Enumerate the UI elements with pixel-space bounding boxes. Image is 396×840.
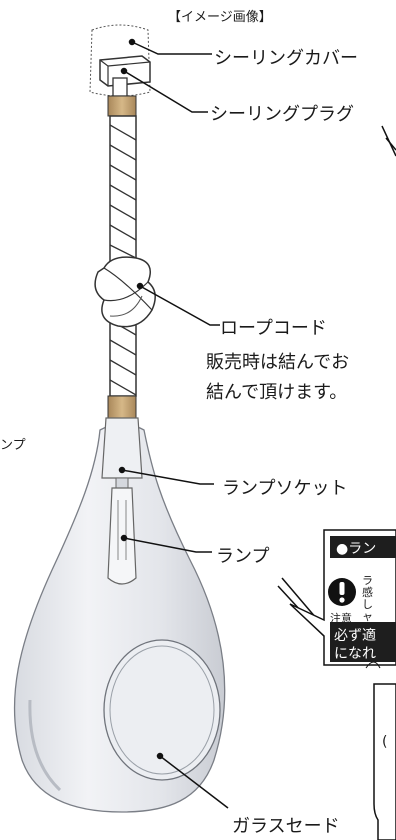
label-glass-shade: ガラスセード (232, 816, 340, 837)
caution-title: ●ラン (336, 541, 377, 557)
caution-exclamation-icon (328, 578, 356, 606)
caution-text-line-4: ャ (362, 610, 373, 623)
caution-title-bar: ●ラン (330, 536, 396, 558)
leader-lines (118, 38, 396, 809)
header-title: 【イメージ画像】 (168, 10, 272, 25)
caution-footer-bar: 必ず適 になれ (330, 622, 396, 662)
caution-icon-label: 注意 (330, 612, 352, 625)
label-rope-cord: ロープコード (220, 318, 327, 339)
rope-top-band (107, 95, 137, 117)
caution-text-line-2: 感 (362, 586, 373, 599)
caution-footer-line2: になれ (334, 646, 376, 662)
lamp-socket-shape (101, 417, 143, 479)
label-rope-note-line1: 販売時は結んでお (206, 352, 350, 373)
glass-lens-circle (103, 639, 221, 781)
label-left-edge-fragment: ンプ (0, 438, 26, 453)
ceiling-plug-shape (99, 55, 151, 97)
rope-bottom-band (107, 395, 137, 419)
rope-cord-shape (94, 115, 156, 397)
caution-text-line-3: し (362, 598, 373, 611)
info-box-frame (373, 683, 396, 840)
label-lamp-socket: ランプソケット (222, 478, 348, 499)
caution-text-line-1: ラ (362, 574, 373, 587)
label-rope-note-line2: 結んで頂けます。 (206, 382, 348, 403)
label-ceiling-cover: シーリングカバー (214, 48, 358, 69)
label-ceiling-plug: シーリングプラグ (210, 104, 354, 125)
info-box-fragment: ( (382, 734, 388, 750)
label-lamp: ランプ (216, 546, 270, 567)
caution-footer-line1: 必ず適 (334, 628, 376, 644)
